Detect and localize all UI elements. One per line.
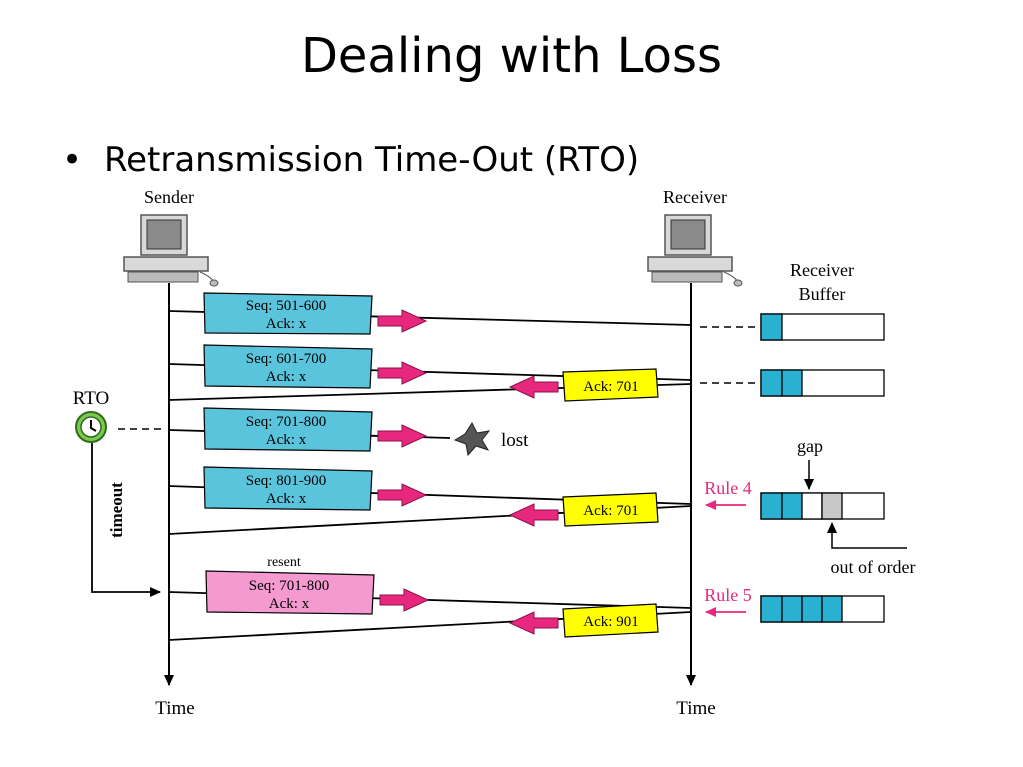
segment-2-seq: Seq: 601-700 [246,351,326,367]
ack-arrow-icon-2 [508,503,559,527]
segment-3-seq: Seq: 701-800 [246,414,326,430]
send-arrow-icon-5 [379,588,430,612]
timeout-label: timeout [107,482,126,538]
buffer-cell-filled [801,595,823,623]
gap-label: gap [797,436,823,456]
buffer-cell-gap [801,492,823,520]
sender-label: Sender [144,187,194,207]
out-of-order-label: out of order [831,557,916,577]
buffer-cell-filled [760,492,783,520]
bullet-text: Retransmission Time-Out (RTO) [104,140,640,180]
segment-box-2: Seq: 601-700 Ack: x [203,344,373,389]
rule-5-label: Rule 5 [704,585,752,605]
receiver-buffer-label-line2: Buffer [799,284,846,304]
bullet-item: • Retransmission Time-Out (RTO) [62,140,639,180]
buffer-cell-filled [821,595,843,623]
buffer-state-2 [760,369,885,397]
segment-4-ack: Ack: x [266,491,307,507]
ack-box-3: Ack: 901 [562,603,659,638]
ack-box-1: Ack: 701 [562,368,659,402]
buffer-cell-filled [781,595,803,623]
ack-1-text: Ack: 701 [583,379,638,395]
lost-star-icon [453,421,491,457]
slide-title: Dealing with Loss [300,28,723,84]
buffer-state-3 [760,492,885,520]
buffer-cell-filled [760,595,783,623]
receiver-label: Receiver [663,187,727,207]
ack-arrow-icon-1 [508,375,559,399]
ack-3-text: Ack: 901 [583,614,638,630]
segment-5-ack: Ack: x [269,596,310,612]
buffer-cell-out-of-order [821,492,843,520]
segment-5-seq: Seq: 701-800 [249,578,329,594]
rule-4-label: Rule 4 [704,478,752,498]
send-arrow-icon-3 [377,424,428,448]
segment-box-4: Seq: 801-900 Ack: x [203,466,373,511]
buffer-cell-filled [760,369,783,397]
sender-computer-icon [123,214,219,287]
segment-box-3: Seq: 701-800 Ack: x [203,407,373,452]
sender-time-label: Time [155,698,194,719]
timeout-arrow [91,443,161,597]
resent-label: resent [267,555,301,570]
send-arrow-icon-4 [377,483,428,507]
buffer-state-4 [760,595,885,623]
segment-box-resent: Seq: 701-800 Ack: x [205,570,375,615]
send-arrow-icon-1 [377,309,428,333]
buffer-cell-filled [781,369,803,397]
segment-2-ack: Ack: x [266,369,307,385]
buffer-cell-filled [760,313,783,341]
segment-box-1: Seq: 501-600 Ack: x [203,292,373,335]
segment-1-seq: Seq: 501-600 [246,298,326,314]
ack-arrow-icon-3 [508,611,559,635]
send-arrow-icon-2 [377,361,428,385]
clock-icon [75,411,107,443]
lost-label: lost [501,430,529,451]
ack-2-text: Ack: 701 [583,503,638,519]
receiver-computer-icon [647,214,743,287]
segment-1-ack: Ack: x [266,316,307,332]
ack-box-2: Ack: 701 [562,492,659,527]
rto-label: RTO [73,388,110,409]
segment-4-seq: Seq: 801-900 [246,473,326,489]
out-of-order-arrow [827,522,907,549]
receiver-time-label: Time [676,698,715,719]
bullet-dot-icon: • [62,140,83,180]
buffer-cell-filled [781,492,803,520]
segment-3-ack: Ack: x [266,432,307,448]
buffer-state-1 [760,313,885,341]
receiver-buffer-label-line1: Receiver [790,260,854,280]
